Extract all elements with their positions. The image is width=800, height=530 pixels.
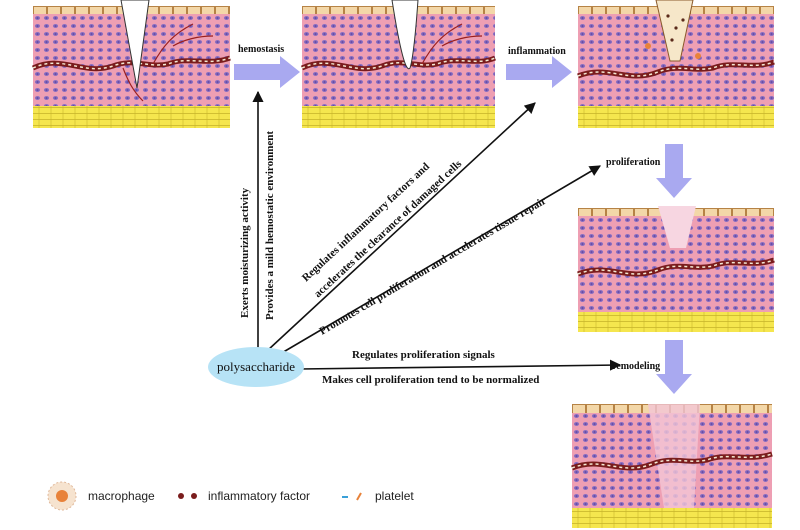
inflammatory-factor-icon — [178, 493, 197, 499]
tissue-panel-proliferation — [577, 206, 775, 332]
effect-signals: Regulates proliferation signals — [352, 349, 496, 361]
tissue-panel-wound — [31, 0, 231, 128]
arrow-to-inflammation — [267, 102, 536, 351]
polysaccharide-label: polysaccharide — [217, 359, 295, 374]
effect-inflammatory-2: accelerates the clearance of damaged cel… — [312, 157, 465, 300]
stage-label-proliferation: proliferation — [606, 157, 661, 168]
stage-arrow-remodeling — [656, 340, 692, 394]
stage-label-inflammation: inflammation — [508, 46, 566, 57]
stage-arrow-inflammation — [506, 56, 572, 88]
legend-macrophage: macrophage — [88, 489, 155, 503]
tissue-panel-inflammation — [577, 0, 775, 128]
effect-normalized: Makes cell proliferation tend to be norm… — [322, 374, 539, 386]
arrow-to-proliferation — [279, 165, 601, 355]
effect-moisturizing: Exerts moisturizing activity — [239, 187, 251, 318]
arrow-to-remodeling — [299, 359, 622, 371]
tissue-panel-remodeling — [571, 404, 773, 528]
tissue-panel-hemostasis — [300, 0, 497, 128]
stage-label-hemostasis: hemostasis — [238, 44, 284, 55]
stage-arrow-proliferation — [656, 144, 692, 198]
stage-label-remodeling: remodeling — [612, 361, 660, 372]
legend-platelet: platelet — [375, 489, 414, 503]
polysaccharide-ellipse — [208, 347, 304, 387]
stage-arrow-hemostasis — [234, 56, 300, 88]
effect-inflammatory-1: Regulates inflammatory factors and — [300, 161, 432, 285]
legend: macrophage inflammatory factor platelet — [47, 481, 414, 511]
macrophage-icon — [47, 481, 77, 511]
effect-hemostatic: Provides a mild hemostatic environment — [264, 131, 276, 320]
platelet-icon — [342, 492, 362, 501]
legend-inflammatory-factor: inflammatory factor — [208, 489, 310, 503]
